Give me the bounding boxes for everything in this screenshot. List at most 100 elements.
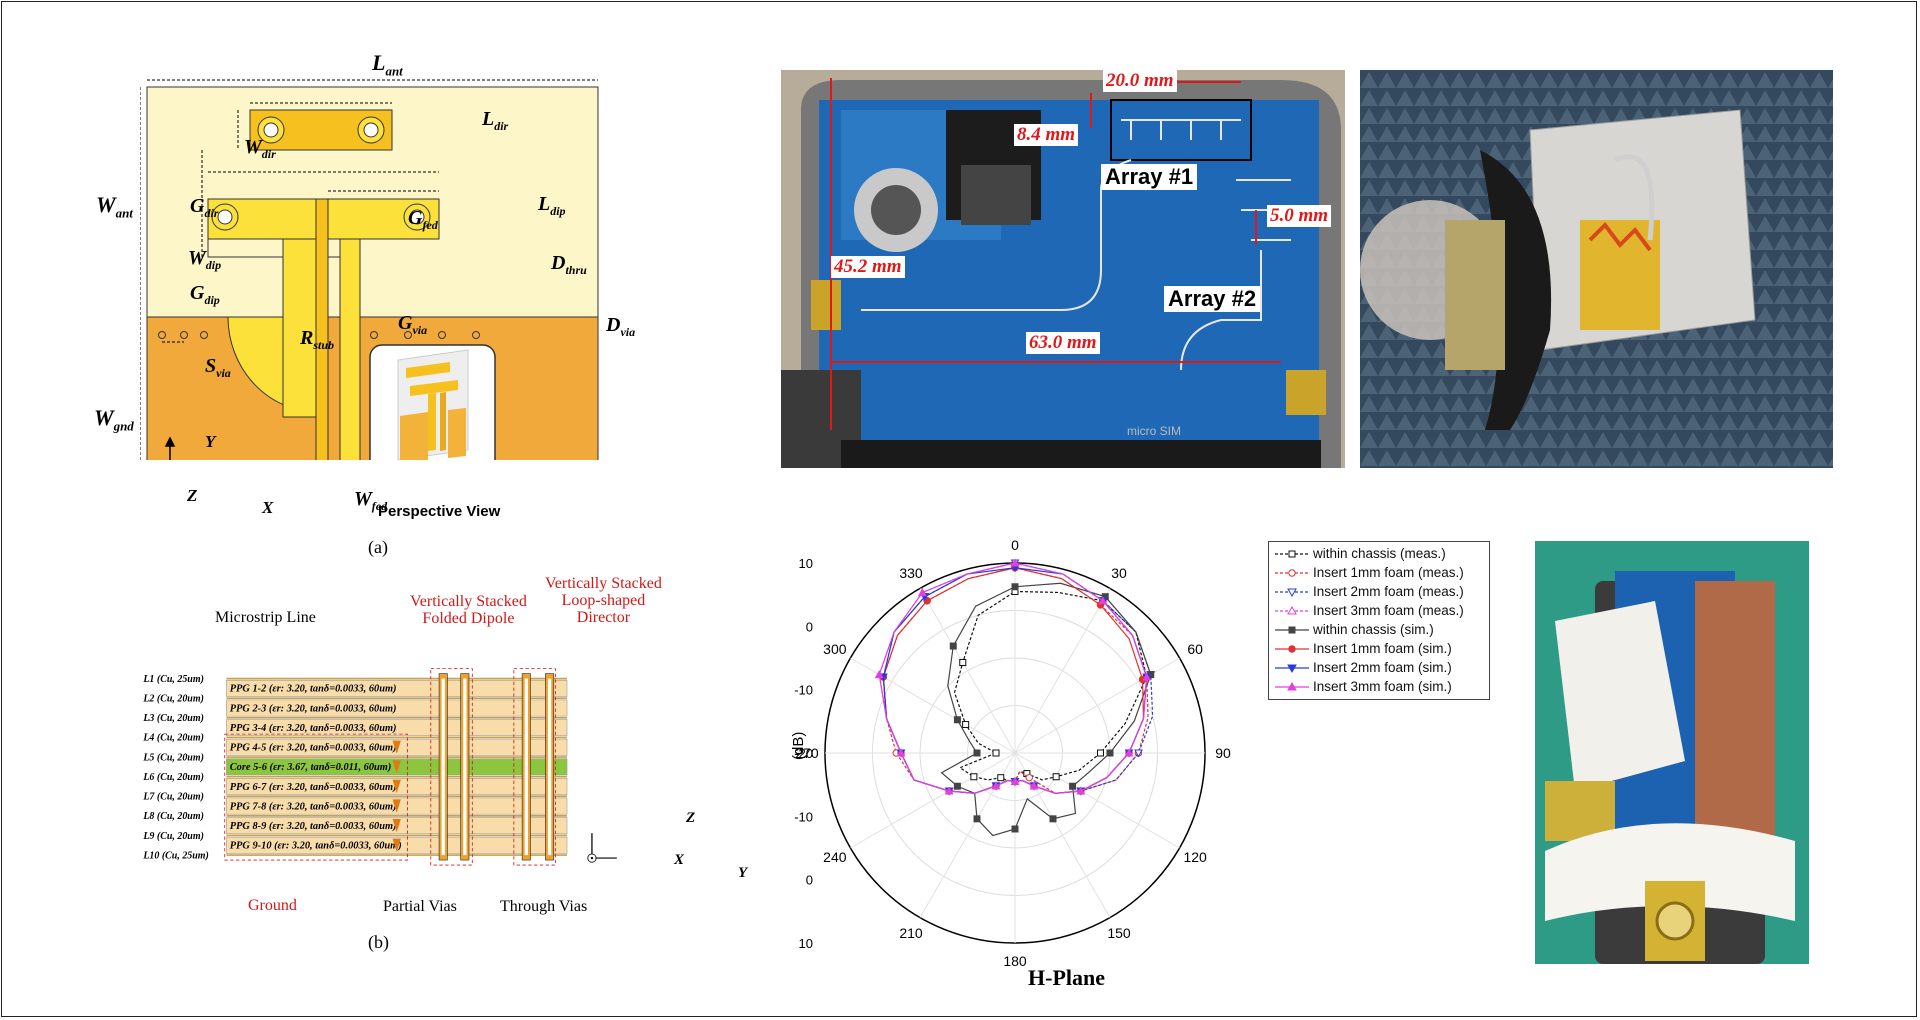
legend-swatch (1275, 569, 1309, 577)
legend-label: Insert 3mm foam (sim.) (1313, 679, 1452, 694)
dielectric-label: PPG 3-4 (εr: 3.20, tanδ=0.0033, 60um) (230, 723, 397, 734)
legend-label: within chassis (meas.) (1313, 546, 1446, 561)
data-point (959, 659, 967, 667)
legend-swatch (1275, 645, 1309, 653)
axis-z-b-label: Z (686, 810, 696, 826)
through-via-core (547, 678, 552, 856)
label-g-dip: Gdip (190, 282, 220, 307)
label-w-fed: Wfed (354, 488, 388, 513)
data-point (944, 786, 954, 795)
grid-spoke (1014, 657, 1180, 754)
partial-via (392, 760, 401, 774)
data-point (1098, 596, 1108, 605)
partial-via (392, 779, 401, 794)
data-point (962, 721, 970, 728)
radial-tick-label: 0 (806, 619, 813, 634)
partial-via (392, 799, 401, 813)
caption-a: (a) (368, 537, 388, 557)
copper-layer-label: L1 (Cu, 25um) (142, 674, 204, 685)
data-point (1025, 773, 1033, 782)
data-point (1076, 786, 1086, 795)
array2-label: Array #2 (1164, 286, 1261, 312)
data-point (1049, 815, 1057, 823)
series-line (940, 582, 1152, 837)
angle-tick-label: 270 (795, 745, 819, 761)
legend-swatch (1275, 664, 1309, 674)
data-point (1142, 672, 1151, 681)
legend-swatch (1275, 626, 1309, 634)
dielectric-layer (226, 699, 568, 717)
legend-label: Insert 3mm foam (meas.) (1313, 603, 1464, 618)
device-side-photo (1535, 541, 1809, 964)
partial-via (392, 819, 401, 833)
label-g-via: Gvia (398, 312, 428, 337)
grid-spoke (1014, 752, 1180, 849)
label-d-via: Dvia (606, 314, 636, 339)
director-box (513, 668, 556, 866)
partial-via (392, 838, 401, 852)
caption-b: (b) (368, 932, 389, 952)
dielectric-label: Core 5-6 (εr: 3.67, tanδ=0.011, 60um) (230, 762, 392, 773)
data-point (973, 815, 981, 823)
data-point (874, 670, 884, 679)
radial-tick-label: 10 (799, 556, 813, 571)
angle-tick-label: 150 (1107, 925, 1131, 941)
copper-layer-label: L6 (Cu, 20um) (142, 772, 204, 783)
dim-8-4mm: 8.4 mm (1014, 124, 1079, 146)
partial-vias-label: Partial Vias (383, 898, 457, 915)
layer-stackup-diagram: PPG 1-2 (εr: 3.20, tanδ=0.0033, 60um)PPG… (142, 668, 617, 866)
dielectric-label: PPG 7-8 (εr: 3.20, tanδ=0.0033, 60um) (230, 801, 397, 812)
label-w-gnd: Wgnd (94, 405, 134, 434)
polar-title: H-Plane (1028, 965, 1105, 990)
pcb-board-photo: 20.0 mm 8.4 mm Array #1 5.0 mm 45.2 mm A… (781, 70, 1345, 468)
angle-tick-label: 0 (1011, 537, 1019, 553)
data-point (949, 642, 957, 650)
data-point (896, 748, 906, 757)
angle-tick-label: 120 (1183, 849, 1207, 865)
data-point (1097, 749, 1104, 757)
data-point (1106, 749, 1114, 757)
copper-layer-label: L10 (Cu, 25um) (142, 850, 209, 861)
data-point (1134, 749, 1143, 758)
data-point (1010, 558, 1020, 567)
microsim-label: micro SIM (1127, 424, 1181, 438)
label-g-fed: Gfed (408, 207, 438, 232)
dim-5mm: 5.0 mm (1267, 205, 1332, 227)
ground-label: Ground (248, 897, 297, 914)
radial-tick-label: -10 (794, 809, 813, 824)
copper-layer-label: L9 (Cu, 20um) (142, 831, 204, 842)
series-line (882, 567, 1149, 794)
copper-layer-label: L3 (Cu, 20um) (142, 713, 204, 724)
dim-63mm: 63.0 mm (1026, 332, 1100, 354)
through-vias-label: Through Vias (500, 898, 588, 915)
data-point (973, 749, 981, 757)
series-within-chassis-sim- (940, 582, 1155, 837)
legend-swatch (1275, 605, 1309, 615)
series-insert-3mm-foam-sim- (874, 558, 1151, 795)
dielectric-layer (226, 719, 568, 737)
angle-tick-label: 300 (823, 641, 847, 657)
dielectric-layer (226, 679, 568, 697)
grid-spoke (919, 588, 1016, 754)
angle-tick-label: 60 (1187, 641, 1203, 657)
h-plane-polar-chart: 0306090120150180210240270300330100-10-20… (794, 537, 1231, 969)
data-point (970, 773, 978, 781)
radial-tick-label: -10 (794, 683, 813, 698)
legend-label: within chassis (sim.) (1313, 622, 1434, 637)
data-point (1029, 781, 1039, 790)
legend-swatch (1275, 681, 1309, 691)
label-r-stub: Rstub (300, 327, 335, 352)
label-l-dip: Ldip (538, 193, 566, 218)
legend-label: Insert 1mm foam (meas.) (1313, 565, 1464, 580)
data-point (953, 716, 961, 724)
polar-ylabel: (dB) (790, 731, 807, 760)
dipole-box (430, 668, 473, 866)
axis-x-b-label: X (674, 852, 685, 868)
radial-tick-label: -20 (794, 746, 813, 761)
legend-label: Insert 2mm foam (sim.) (1313, 660, 1452, 675)
polar-series (874, 558, 1156, 837)
copper-layer-label: L2 (Cu, 20um) (142, 694, 204, 705)
angle-tick-label: 30 (1111, 565, 1127, 581)
